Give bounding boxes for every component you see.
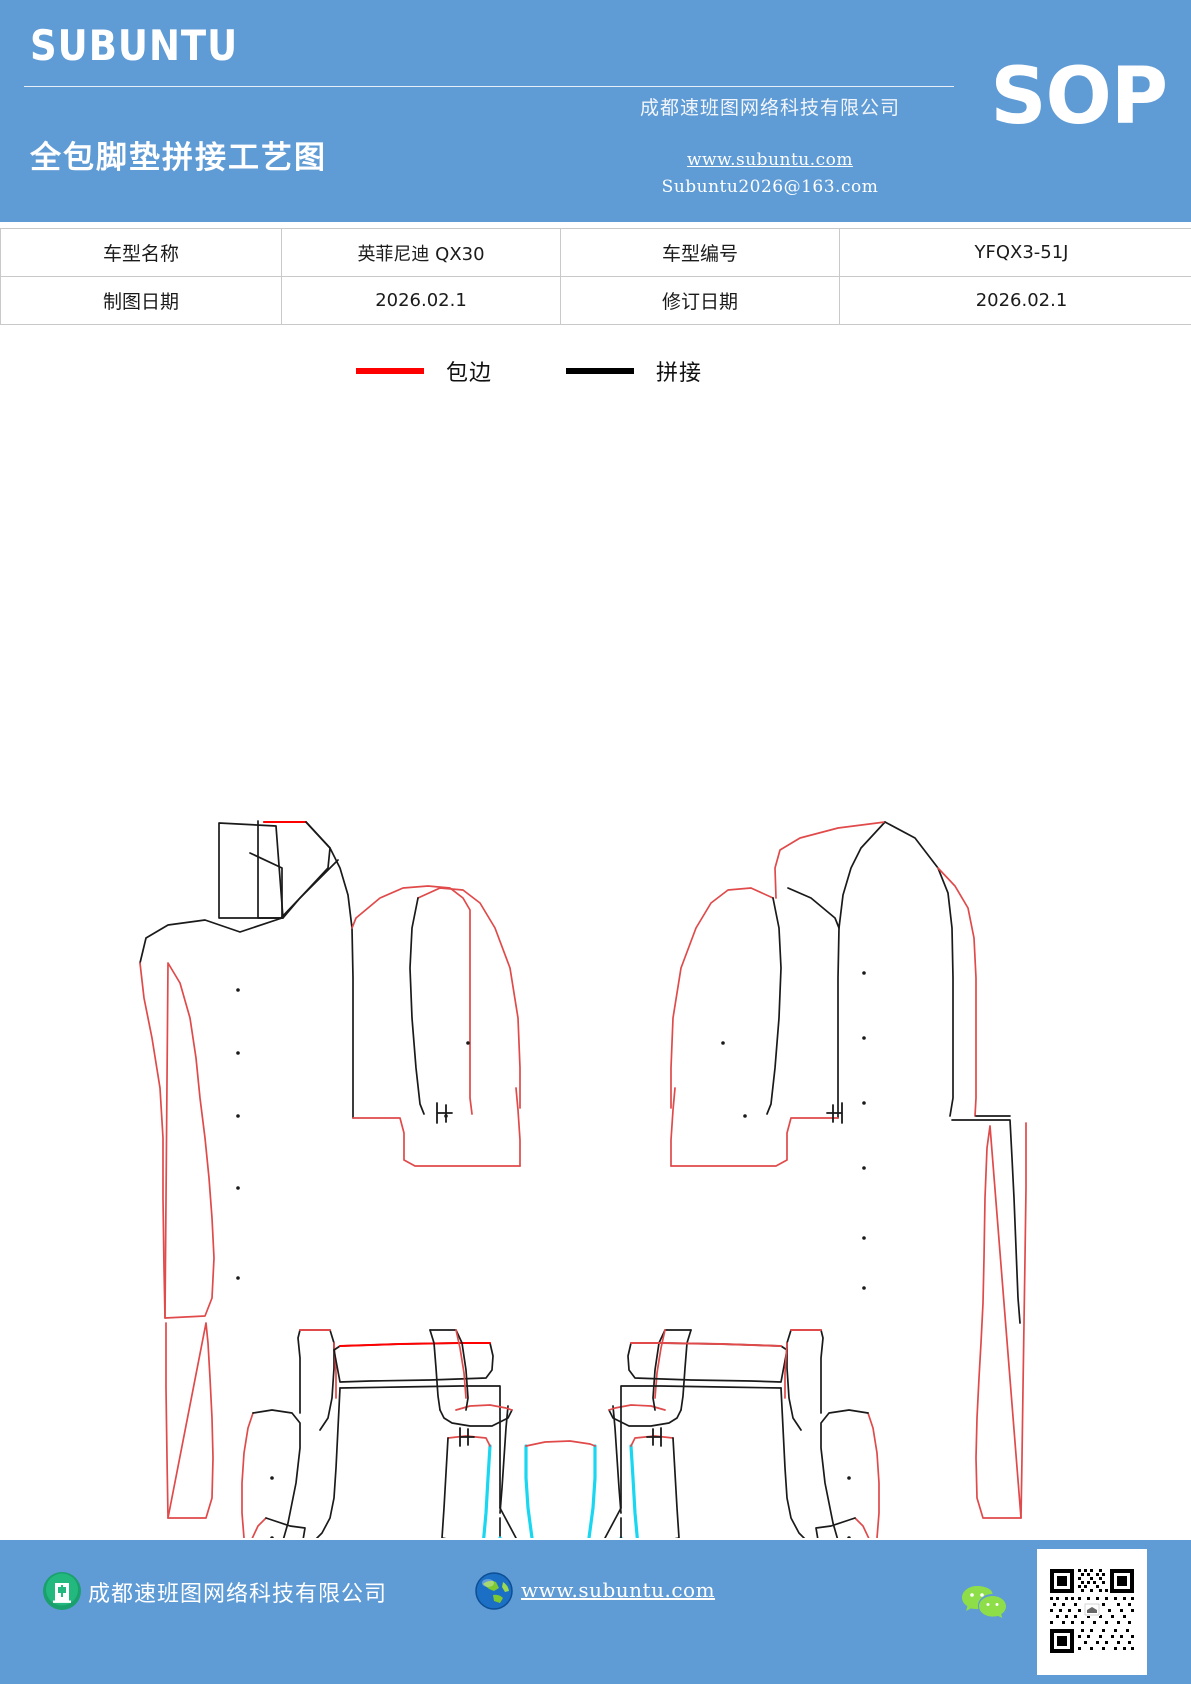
- vehicle-info-table: 车型名称 英菲尼迪 QX30 车型编号 YFQX3-51J 制图日期 2026.…: [0, 228, 1191, 325]
- notch-marker-lower-left: [459, 1427, 475, 1447]
- building-icon: [42, 1571, 82, 1611]
- document-type-badge: SOP: [990, 52, 1168, 142]
- document-header: SUBUNTU 全包脚垫拼接工艺图 成都速班图网络科技有限公司 www.subu…: [0, 0, 1191, 222]
- footer-website-link[interactable]: www.subuntu.com: [521, 1578, 716, 1602]
- value-vehicle-code: YFQX3-51J: [839, 228, 1191, 277]
- legend-label-binding: 包边: [446, 361, 493, 386]
- legend-label-splice: 拼接: [656, 361, 703, 386]
- notch-marker-left: [436, 1102, 453, 1124]
- rear-right-wing-upper: [652, 1329, 692, 1411]
- label-vehicle-code: 车型编号: [560, 228, 840, 277]
- front-right-riser: [862, 821, 977, 1117]
- front-right-heel-pad: [862, 1122, 1027, 1519]
- front-left-heel-pad: [165, 1186, 240, 1519]
- rear-right-accent-panel: [630, 1435, 680, 1538]
- header-divider: [24, 86, 954, 87]
- rear-right-riser: [784, 1329, 824, 1431]
- table-row: 车型名称 英菲尼迪 QX30 车型编号 YFQX3-51J: [0, 228, 1191, 277]
- drawing-legend: 包边 拼接: [0, 355, 1191, 389]
- value-revision-date: 2026.02.1: [839, 276, 1191, 325]
- value-vehicle-name: 英菲尼迪 QX30: [281, 228, 561, 277]
- legend-item-splice: 拼接: [566, 355, 702, 387]
- legend-swatch-red-icon: [356, 368, 424, 374]
- front-left-riser: [218, 820, 331, 919]
- label-vehicle-name: 车型名称: [0, 228, 282, 277]
- rear-right-tunnel-panel: [604, 1404, 682, 1538]
- rear-right-side-wing: [815, 1517, 870, 1538]
- rear-left-tunnel-panel: [439, 1404, 517, 1538]
- rear-left-side-wing: [251, 1517, 306, 1538]
- front-left-side-panel: [139, 852, 283, 1319]
- rear-right-outer-panel: [820, 1409, 880, 1538]
- legend-swatch-black-icon: [566, 368, 634, 374]
- rear-left-accent-trim: [482, 1444, 502, 1538]
- globe-icon: [473, 1570, 515, 1612]
- qr-code[interactable]: [1037, 1549, 1147, 1675]
- rear-right-accent-trim: [619, 1444, 639, 1538]
- front-left-outer-flank: [409, 887, 521, 1118]
- document-footer: [0, 1540, 1191, 1684]
- rear-left-mat: [315, 1342, 501, 1538]
- notch-marker-right: [826, 1102, 843, 1124]
- rear-left-wing-upper: [429, 1329, 469, 1411]
- footer-company-name: 成都速班图网络科技有限公司: [88, 1582, 388, 1607]
- value-draw-date: 2026.02.1: [281, 276, 561, 325]
- rear-left-accent-panel: [441, 1435, 491, 1538]
- front-right-outer-flank: [670, 887, 782, 1118]
- center-tunnel-panel: [524, 1440, 597, 1538]
- header-company-name: 成都速班图网络科技有限公司: [639, 97, 900, 119]
- front-left-mat: [280, 821, 521, 1167]
- header-email-link[interactable]: Subuntu2026@163.com: [661, 177, 879, 197]
- notch-marker-lower-right: [646, 1427, 662, 1447]
- wechat-icon: [961, 1584, 1007, 1618]
- front-right-mat: [670, 821, 886, 1167]
- rear-left-outer-panel: [241, 1409, 301, 1538]
- table-row: 制图日期 2026.02.1 修订日期 2026.02.1: [0, 276, 1191, 325]
- header-website-link[interactable]: www.subuntu.com: [686, 150, 854, 170]
- legend-item-binding: 包边: [356, 355, 492, 387]
- brand-logo-subuntu: SUBUNTU: [30, 22, 239, 71]
- floor-mat-pattern-drawing: [0, 398, 1191, 1538]
- rear-left-riser: [297, 1329, 337, 1431]
- label-revision-date: 修订日期: [560, 276, 840, 325]
- rear-right-mat: [620, 1342, 806, 1538]
- label-draw-date: 制图日期: [0, 276, 282, 325]
- page-title: 全包脚垫拼接工艺图: [30, 140, 327, 176]
- front-right-side-panel: [951, 1115, 1021, 1324]
